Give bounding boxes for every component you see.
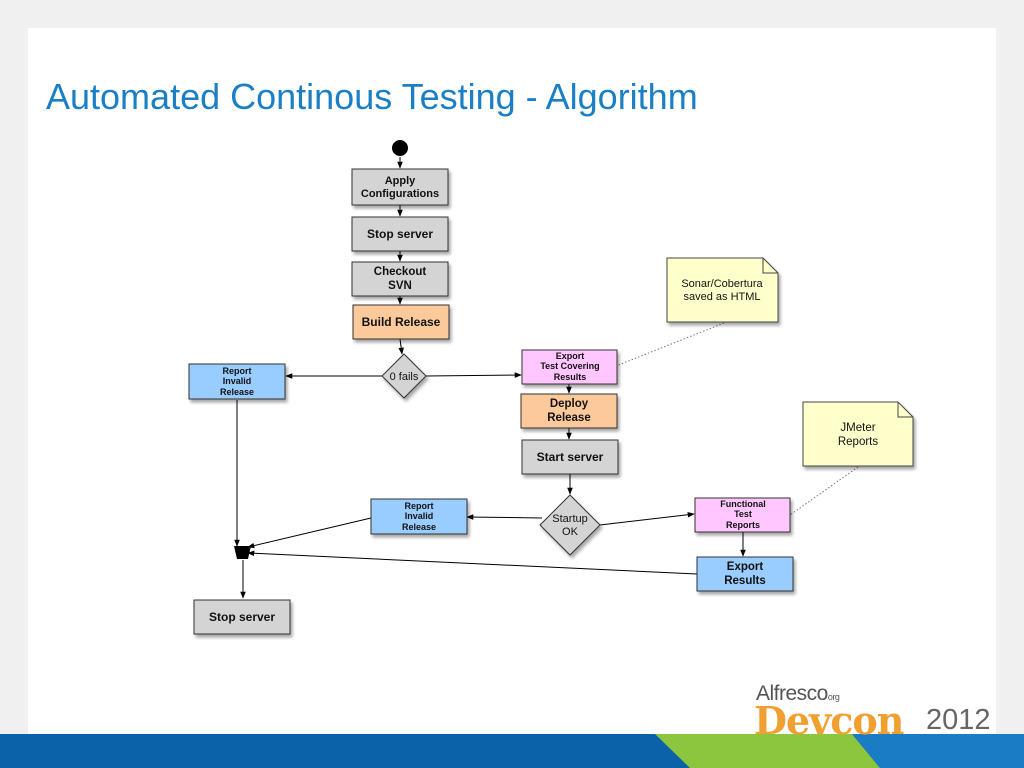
svg-text:0 fails: 0 fails bbox=[390, 371, 419, 383]
edge-report2-merge bbox=[247, 517, 372, 549]
node-stop-server-2: Stop server bbox=[193, 599, 291, 635]
edge-sonar-note bbox=[615, 322, 725, 367]
edge-build-zero bbox=[398, 338, 404, 355]
start-node bbox=[392, 140, 408, 156]
edge-export-merge bbox=[247, 550, 698, 575]
merge-node bbox=[234, 546, 251, 559]
decision-zero-fails: 0 fails bbox=[381, 353, 427, 399]
devcon-year: 2012 bbox=[926, 704, 991, 736]
edges bbox=[234, 157, 859, 599]
node-build-release: Build Release bbox=[352, 304, 450, 340]
footer-band bbox=[0, 734, 1024, 768]
alfresco-logo: Alfrescoorg bbox=[756, 682, 840, 705]
svg-text:Build Release: Build Release bbox=[362, 315, 441, 329]
node-stop-server-1: Stop server bbox=[351, 216, 449, 252]
svg-text:Stop server: Stop server bbox=[367, 227, 433, 241]
svg-text:Start server: Start server bbox=[537, 450, 604, 464]
edge-startup-report bbox=[466, 514, 543, 520]
devcon-logo: Devcon bbox=[754, 698, 904, 743]
slide-title: Automated Continous Testing - Algorithm bbox=[46, 76, 698, 117]
node-start-server: Start server bbox=[521, 439, 619, 475]
edge-startup-functional bbox=[599, 511, 695, 526]
edge-jmeter-note bbox=[789, 466, 859, 516]
svg-text:Stop server: Stop server bbox=[209, 610, 275, 624]
edge-zero-export bbox=[425, 372, 522, 378]
